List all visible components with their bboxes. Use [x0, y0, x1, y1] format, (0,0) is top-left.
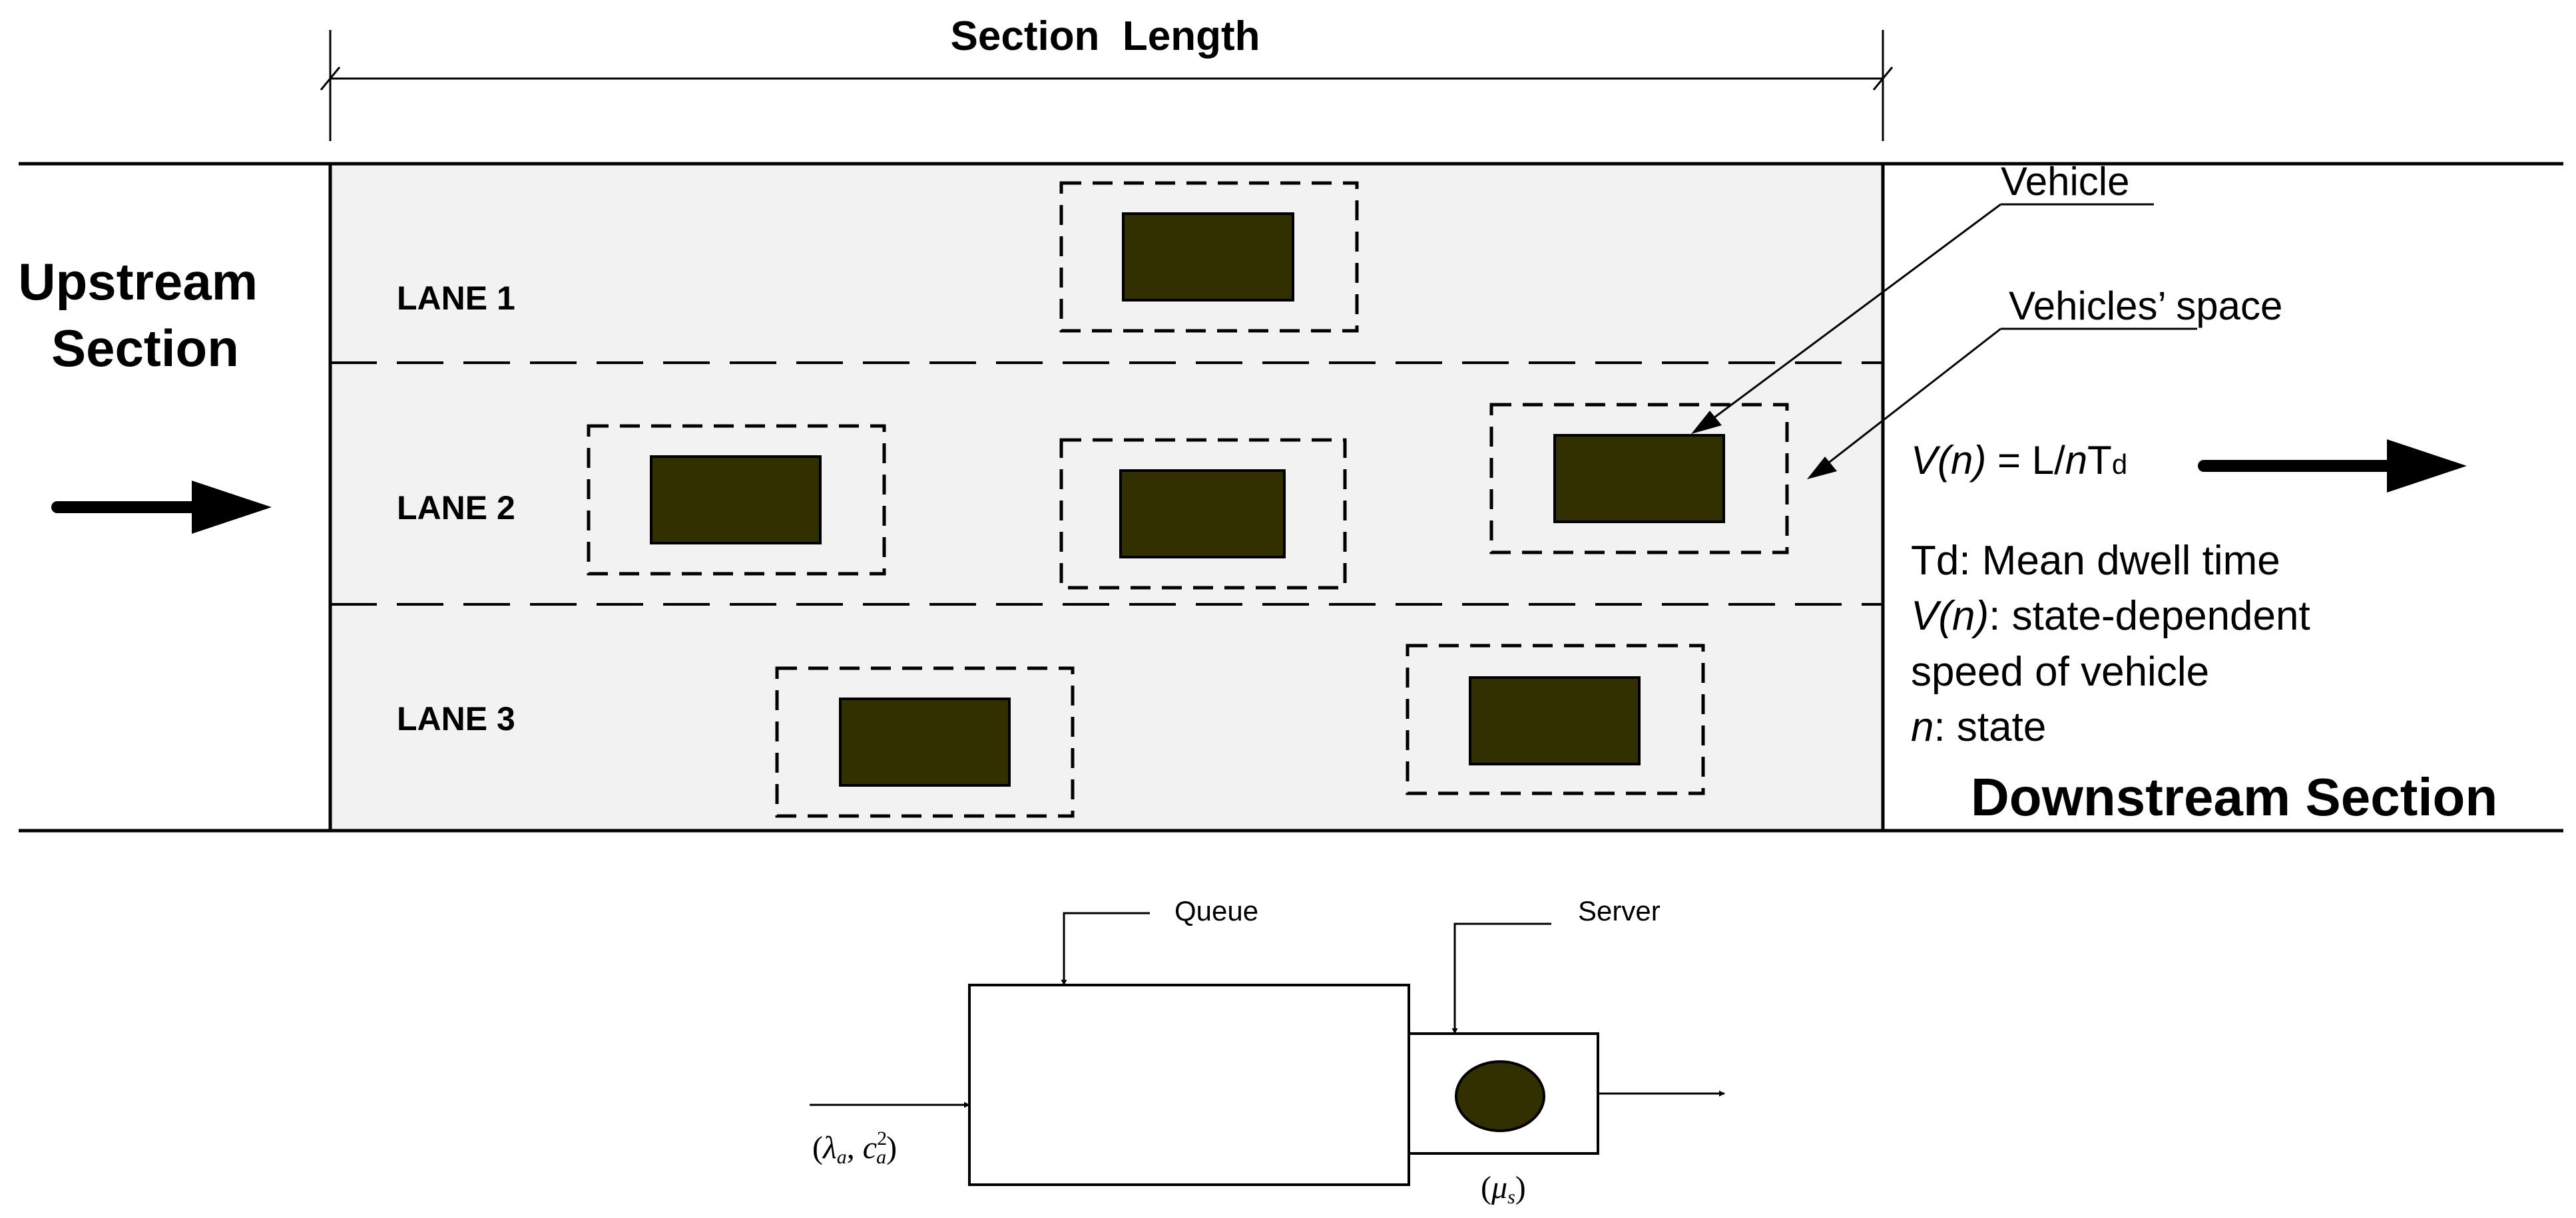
vehicle-space	[1059, 181, 1359, 333]
speed-formula: V(n) = L/nTd	[1911, 438, 2127, 483]
server-circle	[1455, 1060, 1545, 1132]
road-section: LANE 1 LANE 2 LANE 3	[19, 162, 2563, 833]
vehicle-space	[587, 424, 886, 576]
legend-state: n: state	[1911, 704, 2046, 750]
vehicle	[839, 698, 1011, 787]
vehicle-space	[1059, 438, 1347, 590]
vehicle	[1469, 676, 1641, 765]
legend-dwell-time: Td: Mean dwell time	[1911, 538, 2280, 584]
lane-1-label: LANE 1	[397, 280, 515, 317]
downstream-flow-arrow	[2198, 439, 2467, 493]
vehicles-space-callout-label: Vehicles’ space	[2009, 284, 2282, 328]
section-length-dimension: Section Length	[320, 13, 1894, 141]
vehicle-callout: Vehicle	[1691, 159, 2154, 434]
upstream-section-label: Upstream Section	[18, 252, 272, 377]
service-rate: (μs)	[1481, 1170, 1526, 1208]
lane-2-label: LANE 2	[397, 489, 515, 526]
vehicle-callout-label: Vehicle	[2001, 159, 2129, 204]
server-pointer: Server	[1451, 895, 1661, 1034]
downstream-section-label: Downstream Section	[1971, 767, 2497, 827]
vehicle	[1553, 434, 1725, 523]
queue-pointer: Queue	[1061, 895, 1258, 986]
lane-3-label: LANE 3	[397, 700, 515, 737]
vehicle	[1122, 212, 1294, 302]
vehicle	[1119, 469, 1286, 558]
vehicle-space	[1489, 403, 1789, 554]
legend-speed: V(n): state-dependent	[1911, 593, 2310, 639]
legend-speed-line2: speed of vehicle	[1911, 649, 2209, 695]
vehicle-space	[775, 666, 1075, 818]
queue-label: Queue	[1174, 895, 1258, 926]
server-label: Server	[1578, 895, 1661, 926]
queue-box	[968, 984, 1410, 1186]
legend: Td: Mean dwell time V(n): state-dependen…	[1911, 538, 2310, 750]
vehicle-space	[1406, 644, 1705, 795]
vehicles-space-callout: Vehicles’ space	[1807, 284, 2282, 479]
vehicle	[650, 455, 822, 544]
upstream-flow-arrow	[51, 481, 272, 534]
section-length-label: Section Length	[951, 13, 1260, 59]
